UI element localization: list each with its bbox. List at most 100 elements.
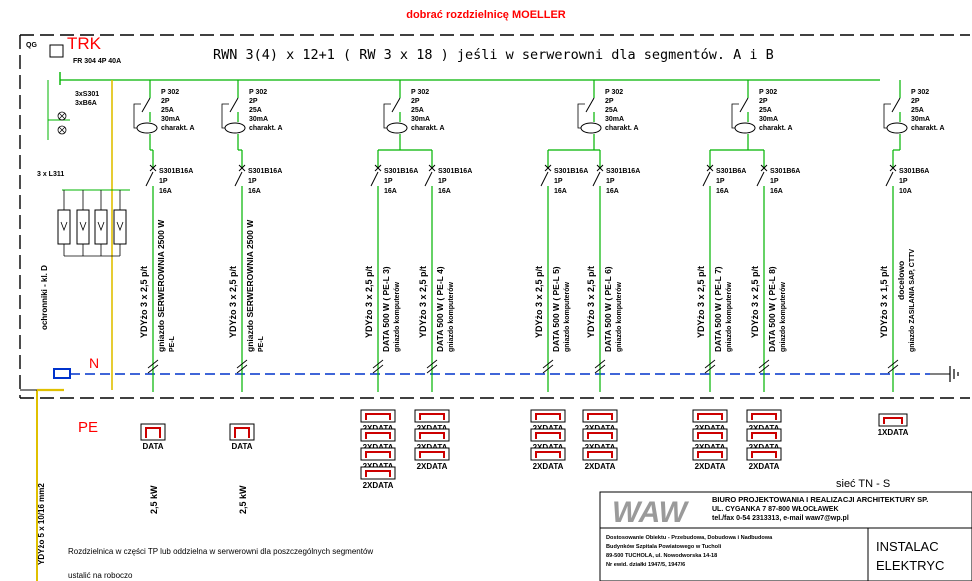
rcd-label-line: 30mA bbox=[759, 116, 778, 123]
circuit-description: gniazdo SERWEROWNIA 2500 W bbox=[156, 219, 166, 352]
socket-symbol bbox=[697, 451, 723, 458]
rcd-label-line: charakt. A bbox=[911, 125, 945, 132]
cable-spec: YDYżo 3 x 1,5 p/t bbox=[879, 266, 889, 338]
socket-symbol bbox=[697, 413, 723, 420]
mcb-blade bbox=[234, 171, 243, 187]
breaker-label-line: S301B16A bbox=[248, 168, 282, 175]
cable-tick bbox=[542, 359, 554, 374]
circuit-description: DATA 500 W ( PE-L 7) bbox=[713, 266, 723, 352]
rcd-label-line: charakt. A bbox=[605, 125, 639, 132]
cable-spec: YDYżo 3 x 2,5 p/t bbox=[750, 266, 760, 338]
rcd-label-line: 30mA bbox=[161, 116, 180, 123]
rcd-label-line: 30mA bbox=[249, 116, 268, 123]
circuit-description: gniazdo komputerów bbox=[394, 281, 401, 352]
mcb-blade bbox=[756, 171, 765, 187]
rcd-label-line: 2P bbox=[249, 98, 258, 105]
socket-symbol bbox=[145, 427, 161, 438]
socket-symbol bbox=[234, 427, 250, 438]
socket-symbol bbox=[365, 451, 391, 458]
socket-symbol bbox=[419, 413, 445, 420]
cable-tick bbox=[594, 359, 606, 374]
circuit-description: DATA 500 W ( PE-L 4) bbox=[435, 266, 445, 352]
breaker-label-line: 10A bbox=[899, 188, 912, 195]
breaker-label-line: 16A bbox=[606, 188, 619, 195]
breaker-label-line: 16A bbox=[438, 188, 451, 195]
surge-arrester-3 bbox=[113, 209, 127, 245]
mcb-blade bbox=[424, 171, 433, 187]
socket-power: 2,5 kW bbox=[238, 485, 248, 514]
rcd-label-line: P 302 bbox=[911, 89, 929, 96]
top-note: dobrać rozdzielnicę MOELLER bbox=[406, 9, 566, 21]
breaker-label-line: 16A bbox=[554, 188, 567, 195]
rcd-label-line: P 302 bbox=[249, 89, 267, 96]
cable-spec: YDYżo 3 x 2,5 p/t bbox=[696, 266, 706, 338]
main-switch-label: FR 304 4P 40A bbox=[73, 58, 121, 65]
socket-symbol bbox=[883, 417, 903, 424]
socket-power: 2,5 kW bbox=[149, 485, 159, 514]
circuit-description: gniazdo komputerów bbox=[564, 281, 571, 352]
breaker-label-line: S301B6A bbox=[899, 168, 929, 175]
breaker-label-line: 1P bbox=[770, 178, 779, 185]
mcb-cross bbox=[596, 164, 604, 172]
mcb-cross bbox=[428, 164, 436, 172]
breaker-label-line: 1P bbox=[438, 178, 447, 185]
mcb-cross bbox=[706, 164, 714, 172]
rcd-label-line: 25A bbox=[249, 107, 262, 114]
rcd-label-line: 30mA bbox=[911, 116, 930, 123]
sheet-title-1: INSTALAC bbox=[876, 539, 939, 554]
pe-label: PE bbox=[78, 419, 98, 436]
cable-tick bbox=[147, 359, 159, 374]
cable-tick bbox=[758, 359, 770, 374]
socket-label: 2XDATA bbox=[363, 481, 394, 490]
socket-label: 2XDATA bbox=[533, 462, 564, 471]
circuit-description: DATA 500 W ( PE-L 5) bbox=[551, 266, 561, 352]
socket-label: 2XDATA bbox=[749, 462, 780, 471]
socket-label: DATA bbox=[142, 442, 163, 451]
office-line-1: BIURO PROJEKTOWANIA I REALIZACJI ARCHITE… bbox=[712, 495, 928, 504]
cable-tick bbox=[887, 359, 899, 374]
n-label: N bbox=[89, 355, 99, 371]
mcb-cross bbox=[544, 164, 552, 172]
surge-arrester-2 bbox=[94, 209, 108, 245]
rcd-label-line: 30mA bbox=[605, 116, 624, 123]
breaker-label-line: 1P bbox=[159, 178, 168, 185]
project-line-1: Dostosowanie Obiektu - Przebudowa, Dobud… bbox=[606, 535, 773, 541]
socket-symbol bbox=[751, 451, 777, 458]
rcd-toroid bbox=[136, 122, 158, 134]
socket-symbol bbox=[697, 432, 723, 439]
breaker-label-line: 16A bbox=[159, 188, 172, 195]
waw-logo: WAW bbox=[612, 496, 690, 529]
circuit-description: PE-L bbox=[169, 335, 176, 352]
breaker-label-line: 1P bbox=[899, 178, 908, 185]
mcb-blade bbox=[702, 171, 711, 187]
rcd-label-line: charakt. A bbox=[161, 125, 195, 132]
footer-note-1: Rozdzielnica w części TP lub oddzielna w… bbox=[68, 547, 373, 556]
mcb-blade bbox=[370, 171, 379, 187]
neutral-terminal bbox=[53, 368, 71, 379]
rcd-toroid bbox=[886, 122, 908, 134]
mcb-blade bbox=[145, 171, 154, 187]
breaker-label-line: S301B16A bbox=[554, 168, 588, 175]
socket-symbol bbox=[535, 432, 561, 439]
rcd-label-line: charakt. A bbox=[411, 125, 445, 132]
rcd-label-line: 2P bbox=[759, 98, 768, 105]
breaker-label-line: 16A bbox=[770, 188, 783, 195]
qg-label: QG bbox=[26, 42, 37, 49]
socket-symbol bbox=[535, 413, 561, 420]
circuit-description: gniazdo komputerów bbox=[780, 281, 787, 352]
circuit-description: DATA 500 W ( PE-L 3) bbox=[381, 266, 391, 352]
project-line-2: Budynków Szpitala Powiatowego w Tucholi bbox=[606, 544, 722, 550]
breaker-label-line: 1P bbox=[716, 178, 725, 185]
cable-spec: YDYżo 3 x 2,5 p/t bbox=[228, 266, 238, 338]
circuit-description: gniazdo ZASILANIA SAP, CTTV bbox=[909, 249, 916, 352]
breaker-label-line: 1P bbox=[554, 178, 563, 185]
mcb-blade bbox=[540, 171, 549, 187]
breaker-label-line: 1P bbox=[248, 178, 257, 185]
circuit-description: gniazdo komputerów bbox=[448, 281, 455, 352]
